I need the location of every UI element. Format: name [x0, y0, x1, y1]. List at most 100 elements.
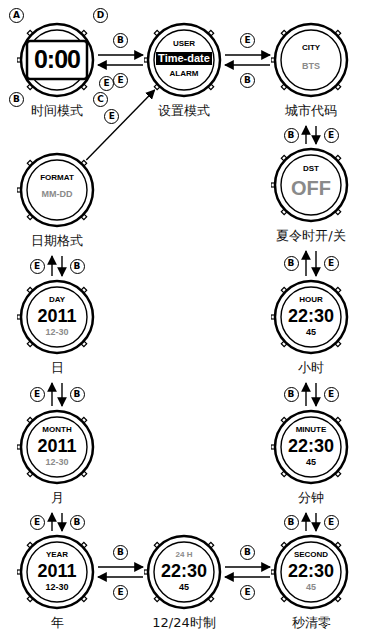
button-letter: B	[284, 515, 299, 530]
display-text: 22:30	[261, 562, 361, 580]
transition-arrow	[86, 90, 154, 160]
button-letter: E	[99, 76, 114, 91]
transition-arrow	[61, 256, 62, 276]
display-text: 45	[261, 583, 361, 592]
button-letter: E	[113, 585, 128, 600]
display-text: USER	[134, 40, 234, 48]
mode-caption: 夏令时开/关	[261, 229, 361, 242]
button-letter: E	[30, 259, 45, 274]
transition-arrow	[225, 54, 270, 55]
transition-arrow	[51, 256, 52, 276]
mode-caption: 年	[7, 616, 107, 629]
transition-arrow	[98, 576, 143, 577]
display-text: 45	[261, 328, 361, 337]
mode-caption: 月	[7, 491, 107, 504]
second-watch: SECOND 22:30 45 秒清零	[261, 532, 361, 636]
mode-caption: 城市代码	[261, 104, 361, 117]
mode-caption: 小时	[261, 361, 361, 374]
display-text: 45	[261, 458, 361, 467]
button-letter: E	[240, 33, 255, 48]
mode-caption: 秒清零	[261, 616, 361, 629]
display-text: ALARM	[134, 70, 234, 78]
hour-watch: HOUR22:3045小时	[261, 277, 361, 381]
button-letter: C	[93, 92, 108, 107]
button-letter: D	[93, 8, 108, 23]
date-format-watch: FORMAT MM-DD 日期格式	[7, 150, 107, 254]
button-letter: E	[324, 515, 339, 530]
button-letter: B	[284, 387, 299, 402]
mode-caption: 日	[7, 361, 107, 374]
button-letter: E	[104, 109, 119, 124]
mode-caption: 分钟	[261, 491, 361, 504]
minute-watch: MINUTE22:3045分钟	[261, 407, 361, 511]
display-text: CITY	[261, 44, 361, 52]
button-letter: B	[284, 128, 299, 143]
button-letter: B	[284, 256, 299, 271]
display-text: MM-DD	[7, 190, 107, 199]
display-text: BTS	[261, 62, 361, 71]
transition-arrow	[305, 383, 306, 406]
display-text: Time-date	[134, 52, 234, 65]
button-letter: B	[70, 515, 85, 530]
button-letter: B	[240, 545, 255, 560]
display-text: 12-30	[7, 458, 107, 467]
transition-arrow	[305, 126, 306, 144]
city-watch: CITY BTS 城市代码	[261, 20, 361, 124]
display-text: 2011	[7, 562, 107, 580]
button-letter: E	[324, 128, 339, 143]
mode-caption: 12/24时制	[134, 616, 234, 629]
transition-arrow	[225, 64, 270, 65]
transition-arrow	[315, 383, 316, 406]
button-letter: E	[324, 387, 339, 402]
display-text: 12-30	[7, 583, 107, 592]
display-text: FORMAT	[7, 174, 107, 182]
display-text: 2011	[7, 307, 107, 325]
button-letter: E	[30, 387, 45, 402]
month-watch: MONTH201112-30月	[7, 407, 107, 511]
transition-arrow	[98, 64, 143, 65]
setup-watch: USER Time-dateALARM 设置模式	[134, 20, 234, 124]
dst-watch: DST OFF 夏令时开/关	[261, 145, 361, 249]
button-letter: B	[113, 33, 128, 48]
button-letter: B	[70, 387, 85, 402]
button-letter: E	[30, 515, 45, 530]
display-text: 0:00	[7, 47, 107, 72]
display-text: DAY	[7, 296, 107, 304]
display-text: OFF	[261, 178, 361, 198]
display-text: 45	[134, 583, 234, 592]
display-text: YEAR	[7, 551, 107, 559]
transition-arrow	[305, 513, 306, 531]
button-letter: E	[113, 73, 128, 88]
display-text: 22:30	[134, 562, 234, 580]
transition-arrow	[225, 566, 270, 567]
display-text: MINUTE	[261, 426, 361, 434]
display-text: Time-date	[156, 52, 212, 65]
transition-arrow	[61, 383, 62, 406]
transition-arrow	[305, 251, 306, 276]
day-watch: DAY 2011 12-30 日	[7, 277, 107, 381]
mode-caption: 时间模式	[7, 104, 107, 117]
mode-caption: 日期格式	[7, 234, 107, 247]
mode-caption: 设置模式	[134, 104, 234, 117]
transition-arrow	[98, 54, 143, 55]
transition-arrow	[315, 126, 316, 144]
display-text: 12-30	[7, 328, 107, 337]
transition-arrow	[51, 513, 52, 531]
time-mode-watch: 0:00 时间模式	[7, 20, 107, 124]
button-letter: A	[9, 8, 24, 23]
year-watch: YEAR 2011 12-30 年	[7, 532, 107, 636]
display-text: DST	[261, 165, 361, 173]
display-text: SECOND	[261, 551, 361, 559]
transition-arrow	[315, 251, 316, 276]
transition-arrow	[315, 513, 316, 531]
transition-arrow	[225, 576, 270, 577]
display-text: 2011	[7, 437, 107, 455]
button-letter: E	[324, 256, 339, 271]
hour-format-watch: 24 H22:304512/24时制	[134, 532, 234, 636]
button-letter: B	[9, 92, 24, 107]
transition-arrow	[51, 383, 52, 406]
transition-arrow	[61, 513, 62, 531]
button-letter: E	[240, 585, 255, 600]
button-letter: B	[113, 545, 128, 560]
transition-arrow	[98, 566, 143, 567]
